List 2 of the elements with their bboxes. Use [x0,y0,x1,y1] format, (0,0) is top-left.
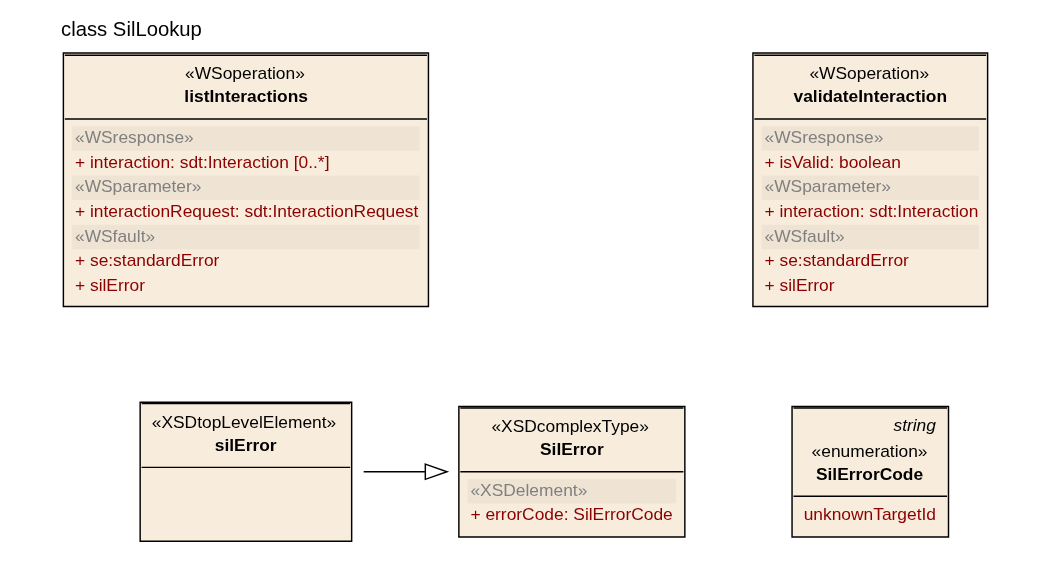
diagram-title: class SilLookup [60,17,202,40]
arrow [362,463,449,481]
